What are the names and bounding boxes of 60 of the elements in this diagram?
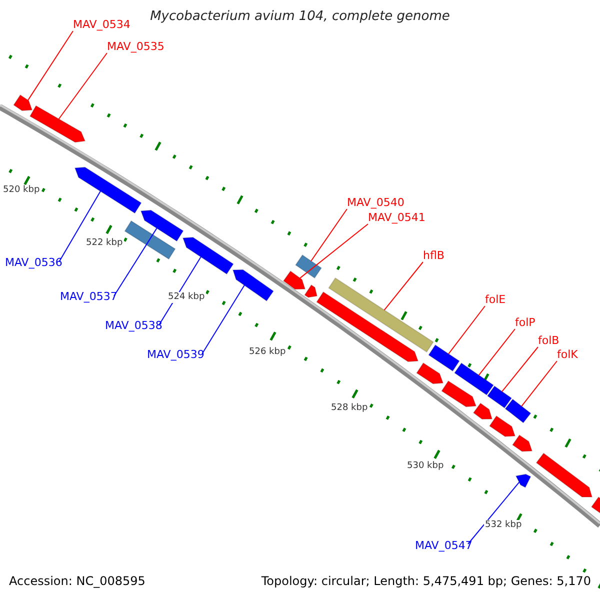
gene-block <box>294 254 322 279</box>
gene-block <box>515 474 532 488</box>
gene-block <box>472 402 493 420</box>
leader-line <box>28 30 74 101</box>
leader-line <box>299 224 368 279</box>
gene-label: MAV_0536 <box>5 257 62 268</box>
leader-line <box>448 306 486 354</box>
gene-block <box>316 291 419 362</box>
gene-label: MAV_0540 <box>347 197 404 208</box>
gene-block <box>486 385 512 409</box>
gene-block <box>454 362 494 396</box>
gene-label: MAV_0538 <box>105 320 162 331</box>
leader-line <box>521 360 558 407</box>
scale-label: 528 kbp <box>330 403 369 414</box>
gene-block <box>590 496 600 515</box>
leader-line <box>468 482 520 544</box>
leader-line <box>310 208 348 262</box>
gene-block <box>328 277 434 353</box>
gene-label: MAV_0547 <box>415 540 472 551</box>
map-title: Mycobacterium avium 104, complete genome <box>149 10 451 23</box>
leader-line <box>58 190 101 262</box>
gene-block <box>140 210 184 242</box>
leader-line <box>202 284 245 354</box>
gene-block <box>13 94 33 112</box>
gene-label: MAV_0537 <box>60 291 118 302</box>
genome-summary-text: Topology: circular; Length: 5,475,491 bp; Genes: 5,170 <box>261 575 591 587</box>
gene-label: folP <box>515 317 536 328</box>
gene-block <box>441 380 477 408</box>
gene-label: MAV_0535 <box>107 41 164 52</box>
gene-block <box>428 344 460 372</box>
gene-label: folB <box>538 335 560 346</box>
gene-block <box>124 220 176 260</box>
gene-block <box>504 398 532 424</box>
gene-block <box>488 415 516 437</box>
gene-label: MAV_0534 <box>73 19 130 30</box>
accession-text: Accession: NC_008595 <box>9 575 146 587</box>
scale-label: 522 kbp <box>85 238 124 249</box>
leader-line <box>384 262 424 311</box>
gene-block <box>232 269 274 302</box>
gene-block <box>29 105 86 143</box>
gene-label: folE <box>485 294 506 305</box>
gene-block <box>282 270 306 290</box>
gene-label: MAV_0541 <box>368 212 426 223</box>
scale-label: 532 kbp <box>484 520 523 531</box>
gene-block <box>74 166 142 214</box>
scale-label: 530 kbp <box>406 461 445 472</box>
leader-line <box>478 328 516 376</box>
gene-label: MAV_0539 <box>147 349 204 360</box>
gene-block <box>182 236 234 275</box>
gene-block <box>536 452 593 498</box>
leader-line <box>502 346 538 392</box>
leader-line <box>58 52 108 120</box>
scale-label: 526 kbp <box>248 347 287 358</box>
scale-label: 524 kbp <box>167 292 206 303</box>
gene-block <box>304 284 318 298</box>
gene-block <box>512 434 533 452</box>
scale-label: 520 kbp <box>2 185 41 196</box>
gene-label: folK <box>557 349 578 360</box>
gene-block <box>416 362 444 384</box>
gene-label: hflB <box>423 250 444 261</box>
